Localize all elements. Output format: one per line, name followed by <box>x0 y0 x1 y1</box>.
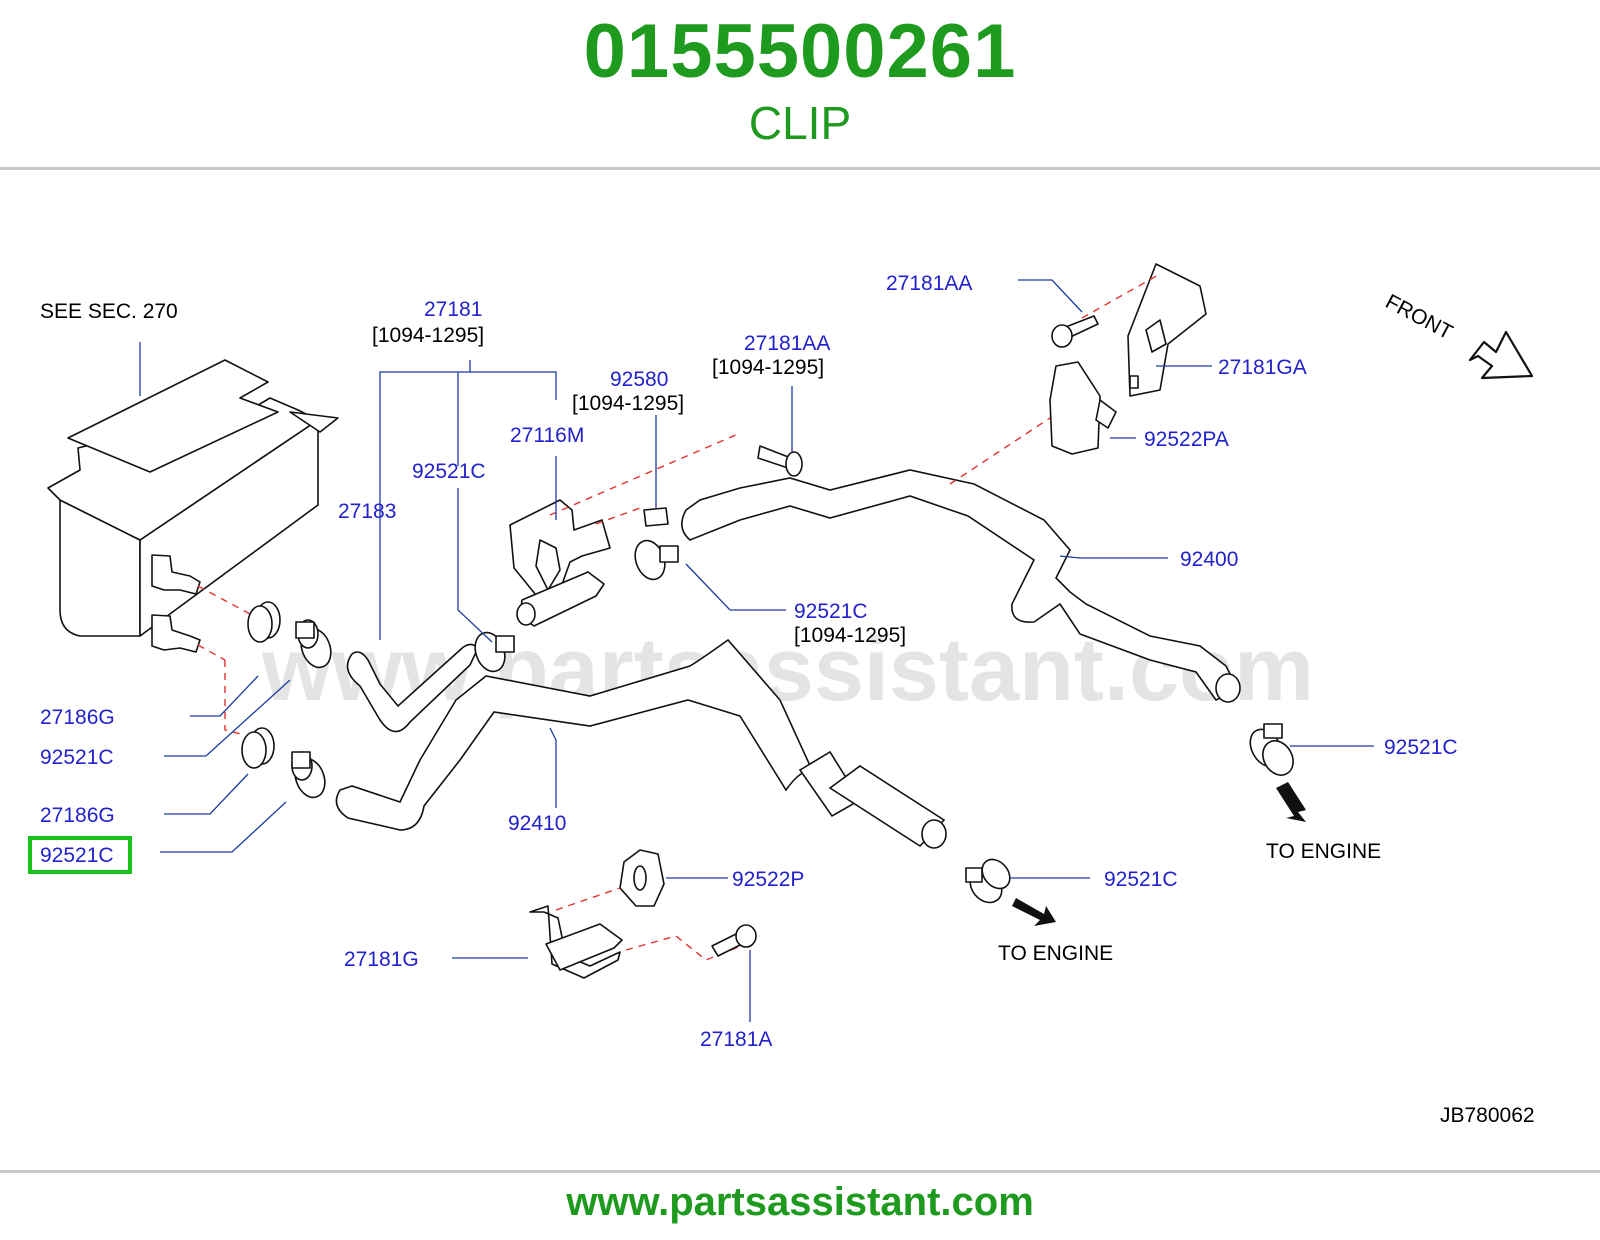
bracket-27181GA <box>949 263 1207 485</box>
label-27181-range: [1094-1295] <box>372 324 484 347</box>
bolt-92580 <box>643 507 669 527</box>
grommet-27186G-lower <box>241 727 275 769</box>
label-92400[interactable]: 92400 <box>1180 548 1238 571</box>
label-27181[interactable]: 27181 <box>424 298 482 321</box>
label-92521C-a[interactable]: 92521C <box>412 460 486 483</box>
label-92521C-b[interactable]: 92521C <box>794 600 868 623</box>
bolt-27181AA-top <box>1051 315 1099 348</box>
clip-92521C-lower-right <box>965 858 1011 904</box>
clip-92521C-right <box>1249 723 1294 776</box>
label-92521C-d[interactable]: 92521C <box>40 746 114 769</box>
clip-92521C-center <box>474 631 515 673</box>
label-92580[interactable]: 92580 <box>610 368 668 391</box>
label-92521C-c[interactable]: 92521C <box>1384 736 1458 759</box>
label-92580-range: [1094-1295] <box>572 392 684 415</box>
clip-92521C-left-upper <box>295 619 332 669</box>
bolt-27181AA-mid <box>757 445 803 477</box>
mount-92522PA <box>1049 361 1139 455</box>
label-27181AA-mid-range: [1094-1295] <box>712 356 824 379</box>
label-92522P[interactable]: 92522P <box>732 868 804 891</box>
grommet-27186G-upper <box>247 601 281 643</box>
mount-92522P <box>555 849 665 911</box>
label-27186G-b[interactable]: 27186G <box>40 804 115 827</box>
leader-lines <box>139 279 1374 1022</box>
hose-92400 <box>681 469 1240 702</box>
label-27181A[interactable]: 27181A <box>700 1028 772 1051</box>
label-92521C-b-range: [1094-1295] <box>794 624 906 647</box>
header-divider <box>0 167 1600 170</box>
clip-92521C-bracket <box>634 539 679 581</box>
label-27186G-a[interactable]: 27186G <box>40 706 115 729</box>
clip-92521C-left-lower <box>291 751 326 799</box>
arrow-to-engine-left-icon <box>1012 898 1056 926</box>
label-92521C-highlighted[interactable]: 92521C <box>40 844 114 867</box>
highlight-box <box>28 836 132 874</box>
part-name-subtitle: CLIP <box>748 97 852 149</box>
to-engine-right-label: TO ENGINE <box>1266 840 1381 863</box>
bracket-27181G <box>529 905 747 979</box>
part-number-title: 0155500261 <box>583 9 1017 94</box>
bracket-27116M <box>509 433 739 627</box>
hose-92410-end <box>798 750 947 849</box>
diagram-code: JB780062 <box>1440 1104 1535 1127</box>
label-92521C-e[interactable]: 92521C <box>1104 868 1178 891</box>
label-92522PA[interactable]: 92522PA <box>1144 428 1229 451</box>
label-27181GA[interactable]: 27181GA <box>1218 356 1307 379</box>
label-27181AA-top[interactable]: 27181AA <box>886 272 972 295</box>
canister-drawing <box>47 359 339 736</box>
label-27181G[interactable]: 27181G <box>344 948 419 971</box>
label-27183[interactable]: 27183 <box>338 500 396 523</box>
footer-divider <box>0 1170 1600 1173</box>
arrow-to-engine-right-icon <box>1276 782 1306 822</box>
front-arrow-icon <box>1468 330 1534 380</box>
label-27116M[interactable]: 27116M <box>510 424 584 447</box>
footer-url[interactable]: www.partsassistant.com <box>566 1180 1034 1224</box>
label-92410[interactable]: 92410 <box>508 812 566 835</box>
see-section-label: SEE SEC. 270 <box>40 300 178 323</box>
label-27181AA-mid[interactable]: 27181AA <box>744 332 830 355</box>
front-label: FRONT <box>1382 290 1457 344</box>
to-engine-left-label: TO ENGINE <box>998 942 1113 965</box>
bolt-27181A <box>711 924 757 957</box>
hose-92410 <box>335 638 814 831</box>
